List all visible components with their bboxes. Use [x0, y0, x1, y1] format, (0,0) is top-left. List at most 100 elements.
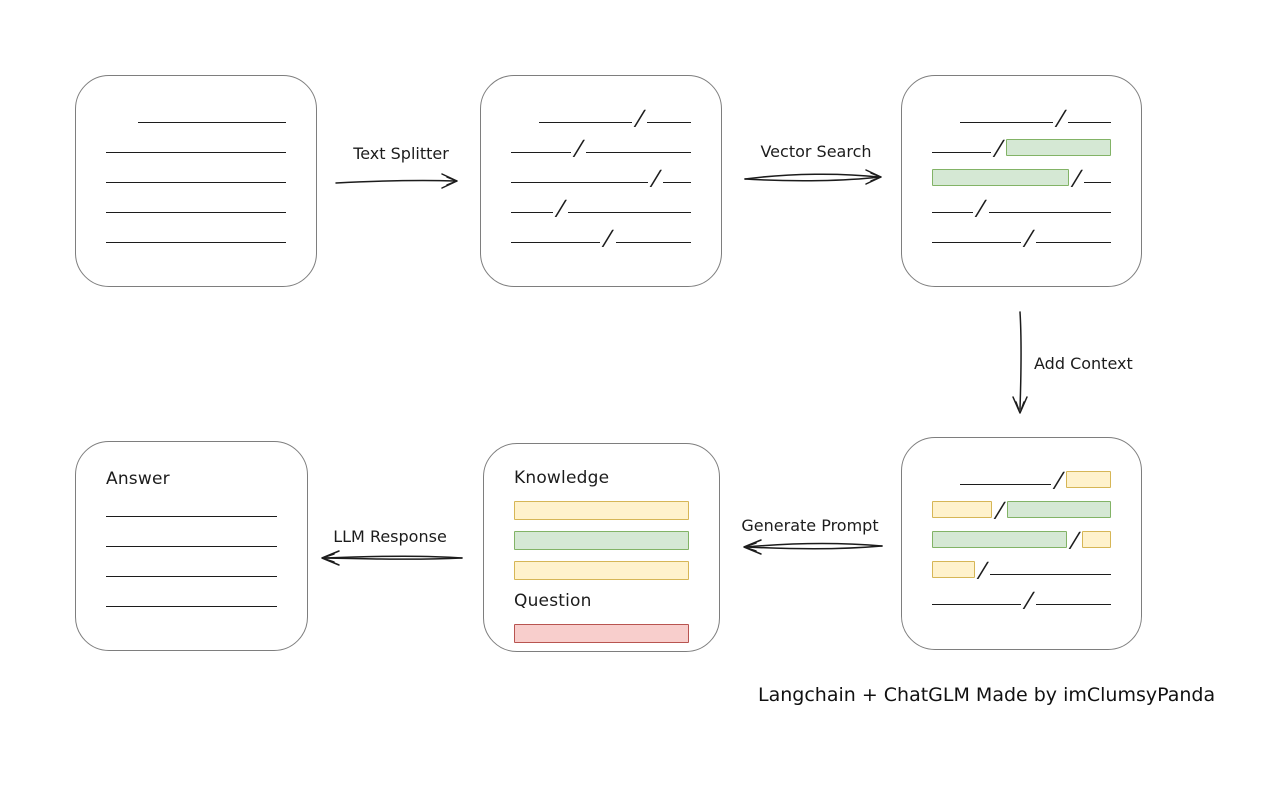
slash-separator: / [994, 498, 1005, 522]
slash-separator: / [1023, 588, 1034, 612]
text-fragment-row: / [511, 158, 691, 190]
slash-separator: / [976, 196, 986, 220]
text-fragment-row: / [932, 580, 1111, 612]
slash-separator: / [1055, 106, 1065, 130]
green-highlight-chip [1005, 139, 1111, 156]
add-context-label: Add Context [1034, 354, 1133, 373]
text-line [615, 242, 691, 243]
text-fragment-row [514, 551, 689, 581]
text-line [539, 122, 633, 123]
text-line [106, 546, 277, 547]
text-fragment-row: / [932, 128, 1111, 160]
text-fragment-row: / [932, 520, 1111, 552]
slash-separator: / [635, 106, 645, 130]
green-highlight-chip [1006, 501, 1111, 518]
text-line [106, 212, 286, 213]
text-splitter-label: Text Splitter [353, 144, 449, 163]
slash-separator: / [603, 226, 613, 250]
text-line [932, 152, 991, 153]
yellow-highlight-chip [1082, 531, 1111, 548]
text-line [932, 212, 974, 213]
text-line [1035, 242, 1111, 243]
text-fragment-row [106, 492, 277, 522]
text-line [988, 212, 1111, 213]
text-line [106, 182, 286, 183]
text-fragment-row [106, 552, 277, 582]
llm-response-arrow [321, 550, 463, 566]
text-fragment-row [514, 521, 689, 551]
question-label: Question [514, 591, 592, 611]
text-line [647, 122, 691, 123]
text-line [1035, 604, 1111, 605]
text-fragment-row [514, 491, 689, 521]
text-fragment-row: / [932, 98, 1111, 130]
generate-prompt-label: Generate Prompt [741, 516, 879, 535]
yellow-highlight-chip [514, 561, 689, 580]
text-line [106, 516, 277, 517]
text-line [990, 574, 1111, 575]
text-line [567, 212, 691, 213]
text-line [932, 242, 1021, 243]
context-chunks-box: / / / / / [901, 437, 1142, 650]
text-fragment-row: / [932, 218, 1111, 250]
text-line [932, 604, 1021, 605]
text-fragment-row [106, 582, 277, 612]
llm-response-label: LLM Response [333, 527, 447, 546]
text-line [585, 152, 691, 153]
slash-separator: / [1069, 528, 1080, 552]
text-line [1067, 122, 1111, 123]
text-fragment-row: / [511, 218, 691, 250]
answer-box: Answer [75, 441, 308, 651]
vector-search-result-box: / / / / / [901, 75, 1142, 287]
slash-separator: / [555, 196, 566, 220]
text-fragment-row: / [932, 460, 1111, 492]
text-fragment-row [514, 614, 689, 644]
text-line [663, 182, 691, 183]
text-fragment-row [106, 522, 277, 552]
answer-label: Answer [106, 469, 170, 489]
text-fragment-row: / [932, 490, 1111, 522]
red-highlight-chip [514, 624, 689, 643]
text-fragment-row: / [511, 128, 691, 160]
text-fragment-row [106, 188, 286, 218]
slash-separator: / [1054, 468, 1064, 492]
slash-separator: / [977, 558, 988, 582]
green-highlight-chip [932, 531, 1067, 548]
text-line [106, 606, 277, 607]
green-highlight-chip [514, 531, 689, 550]
text-fragment-row [106, 128, 286, 158]
text-line [1083, 182, 1111, 183]
caption: Langchain + ChatGLM Made by imClumsyPand… [758, 684, 1216, 706]
text-line [106, 152, 286, 153]
knowledge-label: Knowledge [514, 468, 610, 488]
slash-separator: / [1023, 226, 1034, 250]
slash-separator: / [650, 166, 661, 190]
text-line [511, 212, 553, 213]
text-line [138, 122, 286, 123]
text-fragment-row [106, 158, 286, 188]
add-context-arrow [1012, 311, 1028, 414]
text-line [511, 182, 649, 183]
text-line [106, 242, 286, 243]
slash-separator: / [993, 136, 1003, 160]
yellow-highlight-chip [1066, 471, 1111, 488]
yellow-highlight-chip [932, 501, 992, 518]
yellow-highlight-chip [932, 561, 975, 578]
text-line [960, 484, 1052, 485]
text-line [960, 122, 1053, 123]
slash-separator: / [1071, 166, 1082, 190]
text-line [106, 576, 277, 577]
text-fragment-row: / [932, 550, 1111, 582]
green-highlight-chip [932, 169, 1069, 186]
slash-separator: / [573, 136, 584, 160]
text-line [511, 152, 571, 153]
text-fragment-row: / [932, 158, 1111, 190]
text-line [511, 242, 601, 243]
text-fragment-row: / [511, 98, 691, 130]
source-document-box [75, 75, 317, 287]
text-fragment-row: / [511, 188, 691, 220]
text-splitter-arrow [335, 173, 458, 189]
yellow-highlight-chip [514, 501, 689, 520]
split-chunks-box: / / / / / [480, 75, 722, 287]
